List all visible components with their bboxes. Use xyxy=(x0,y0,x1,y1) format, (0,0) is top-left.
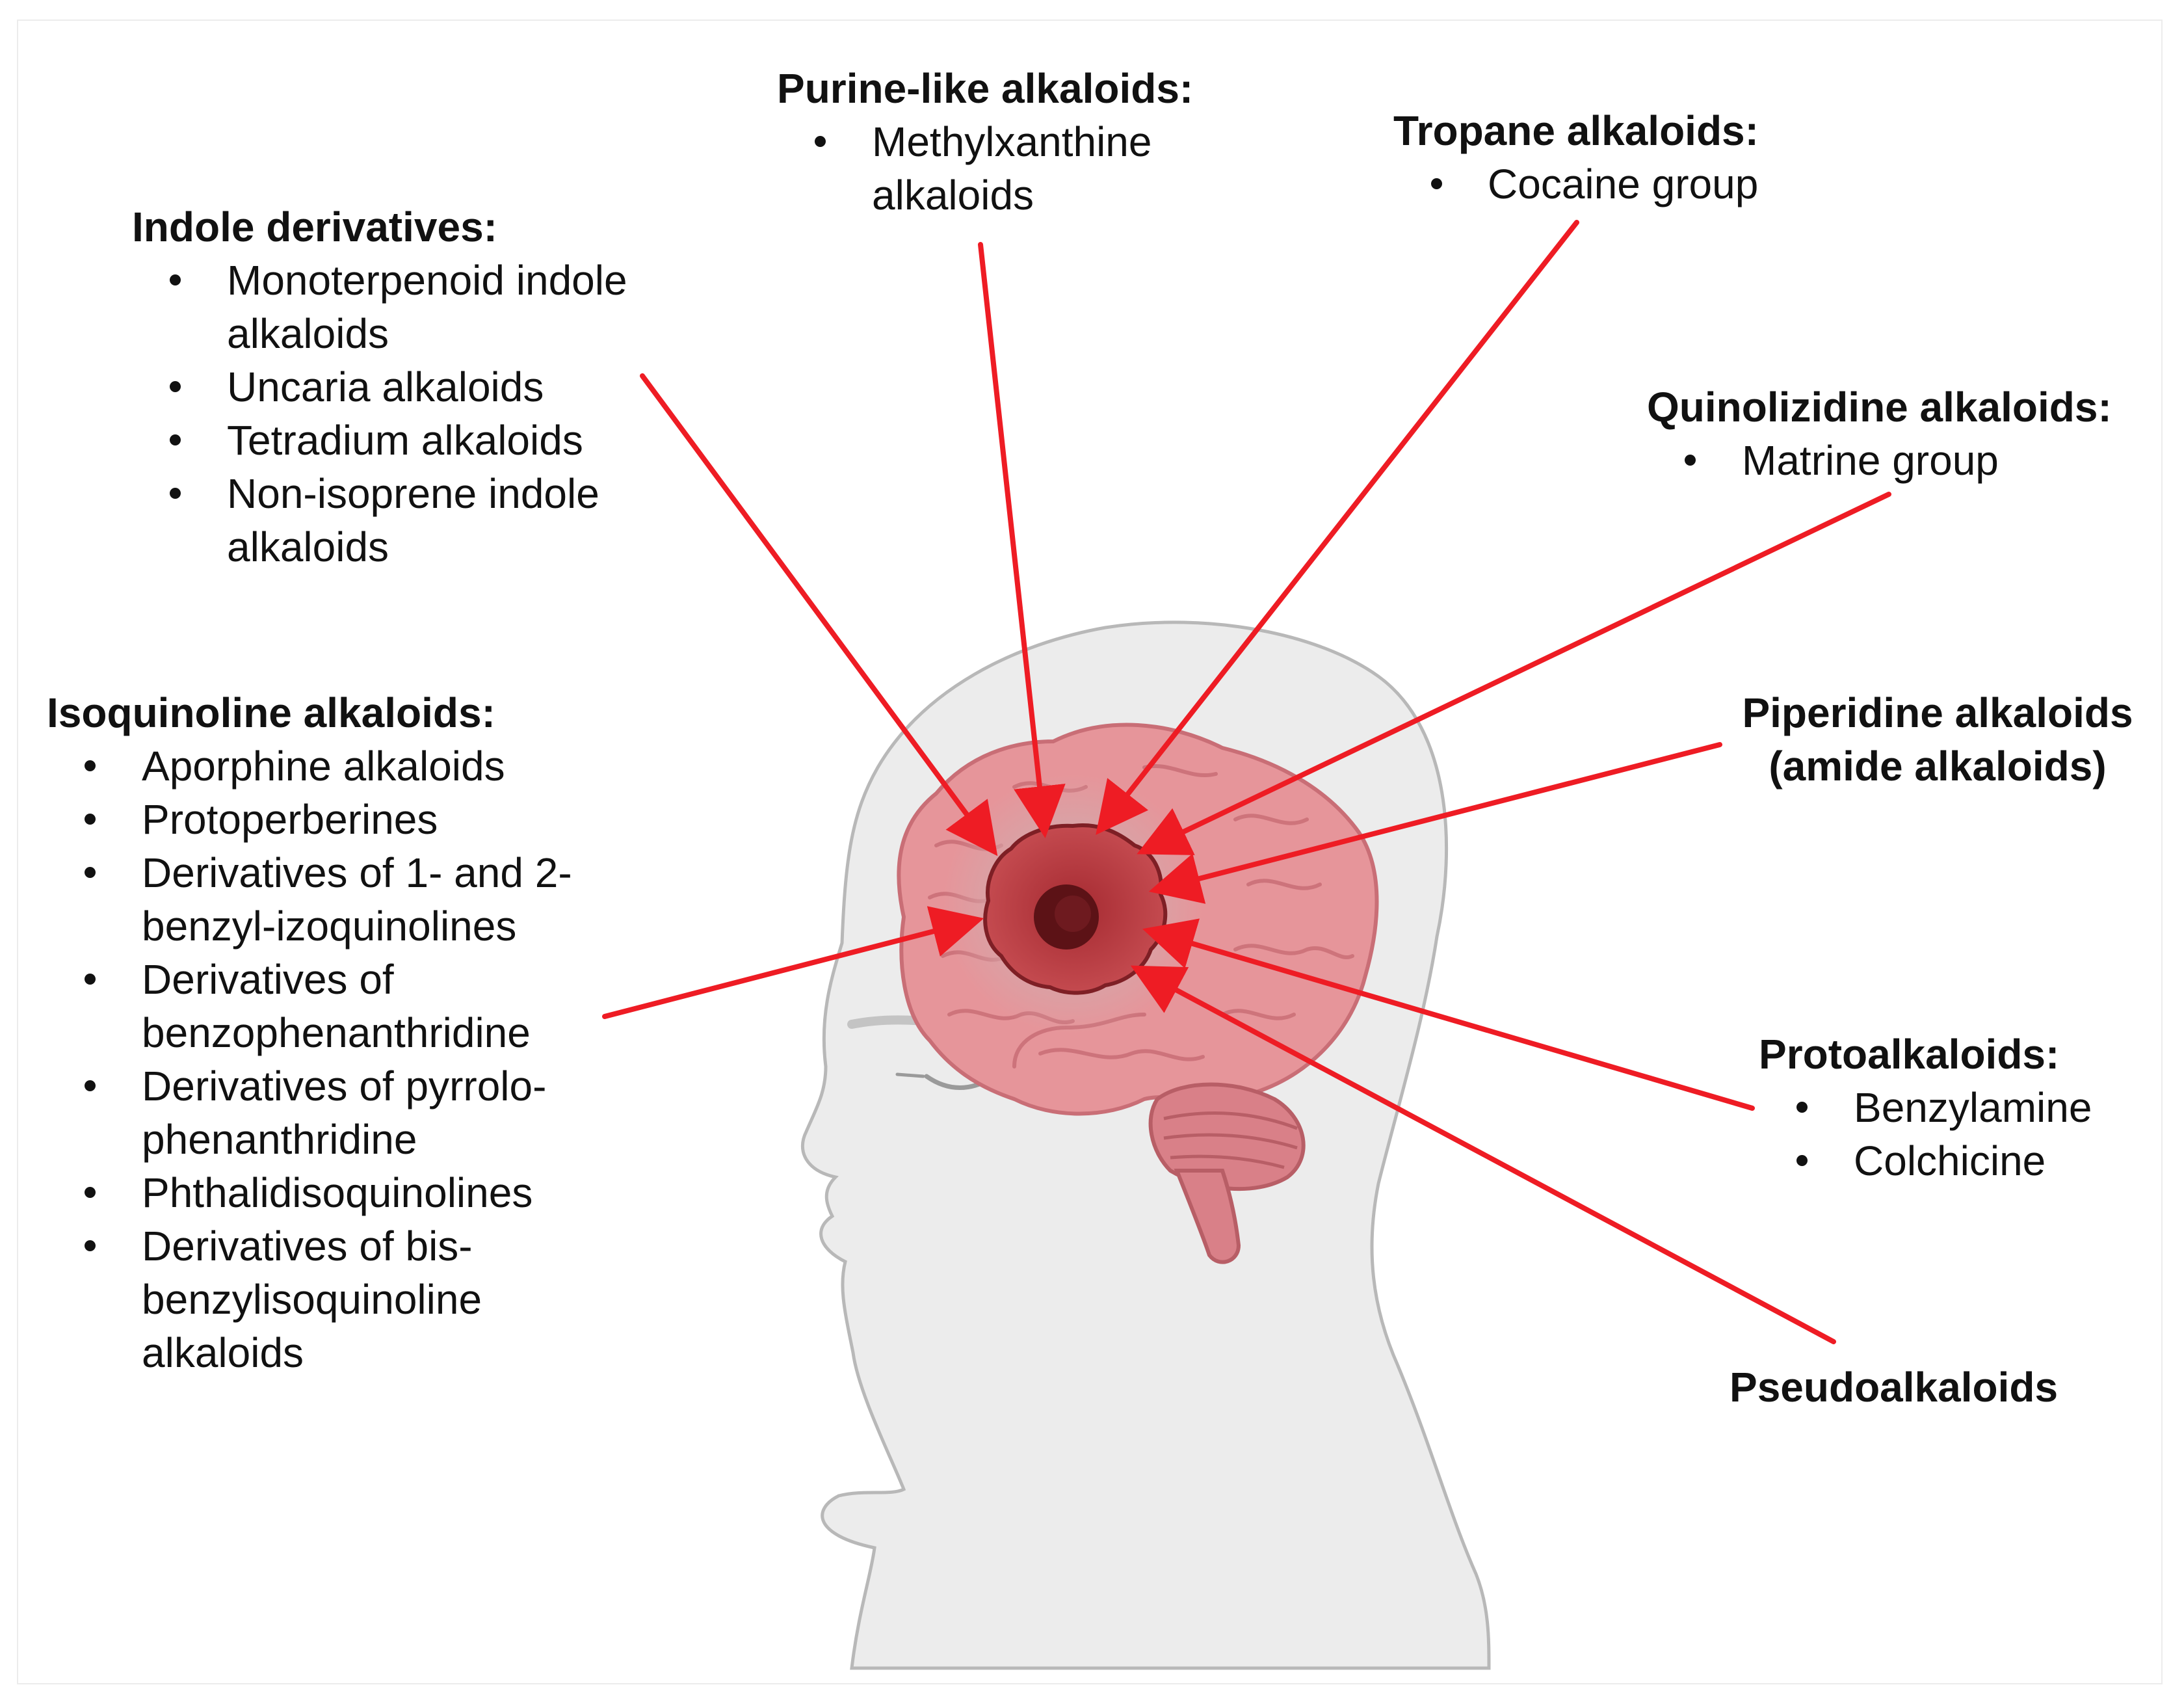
list-item: Uncaria alkaloids xyxy=(132,360,627,414)
group-subtitle: (amide alkaloids) xyxy=(1769,743,2107,790)
list-item: Matrine group xyxy=(1647,434,2112,487)
brain-tumor-icon xyxy=(943,774,1203,1034)
purine-like-alkaloids-group: Purine-like alkaloids: Methylxanthine al… xyxy=(777,62,1193,222)
list-item: Tetradium alkaloids xyxy=(132,414,627,467)
list-item: Derivatives of pyrrolo- phenanthridine xyxy=(47,1059,572,1166)
list-item: Derivatives of benzophenanthridine xyxy=(47,953,572,1059)
protoalkaloids-group: Protoalkaloids: Benzylamine Colchicine xyxy=(1759,1028,2092,1188)
arrow-protoalkaloids xyxy=(1142,918,1755,1111)
group-title: Pseudoalkaloids xyxy=(1730,1364,2059,1411)
isoquinoline-alkaloids-group: Isoquinoline alkaloids: Aporphine alkalo… xyxy=(47,686,572,1379)
list-item: Benzylamine xyxy=(1759,1081,2092,1134)
list-item: Monoterpenoid indole alkaloids xyxy=(132,254,627,360)
list-item: Colchicine xyxy=(1759,1134,2092,1188)
list-item: Methylxanthine alkaloids xyxy=(777,115,1193,222)
arrow-piperidine xyxy=(1148,742,1722,904)
arrow-tropane xyxy=(1096,220,1579,835)
quinolizidine-alkaloids-group: Quinolizidine alkaloids: Matrine group xyxy=(1647,380,2112,487)
arrow-indole xyxy=(640,373,998,857)
group-title: Isoquinoline alkaloids: xyxy=(47,689,495,736)
list-item: Aporphine alkaloids xyxy=(47,739,572,793)
list-item: Cocaine group xyxy=(1393,157,1759,211)
arrow-pseudoalkaloids xyxy=(1130,965,1836,1344)
pseudoalkaloids-group: Pseudoalkaloids xyxy=(1730,1361,2058,1414)
group-title: Tropane alkaloids: xyxy=(1393,107,1759,154)
list-item: Non-isoprene indole alkaloids xyxy=(132,467,627,574)
group-title: Protoalkaloids: xyxy=(1759,1031,2060,1078)
group-title: Purine-like alkaloids: xyxy=(777,65,1194,112)
list-item: Derivatives of bis- benzylisoquinoline a… xyxy=(47,1219,572,1379)
group-title: Piperidine alkaloids xyxy=(1742,689,2133,736)
arrow-purine xyxy=(978,242,1066,838)
group-title: Indole derivatives: xyxy=(132,204,497,250)
list-item: Derivatives of 1- and 2- benzyl-izoquino… xyxy=(47,846,572,953)
piperidine-alkaloids-group: Piperidine alkaloids (amide alkaloids) xyxy=(1730,686,2146,793)
list-item: Protoperberines xyxy=(47,793,572,846)
list-item: Phthalidisoquinolines xyxy=(47,1166,572,1219)
arrow-quinolizidine xyxy=(1137,492,1891,855)
arrow-isoquinoline xyxy=(602,906,984,1019)
group-title: Quinolizidine alkaloids: xyxy=(1647,384,2112,431)
indole-derivatives-group: Indole derivatives: Monoterpenoid indole… xyxy=(132,200,627,574)
tropane-alkaloids-group: Tropane alkaloids: Cocaine group xyxy=(1393,104,1759,211)
